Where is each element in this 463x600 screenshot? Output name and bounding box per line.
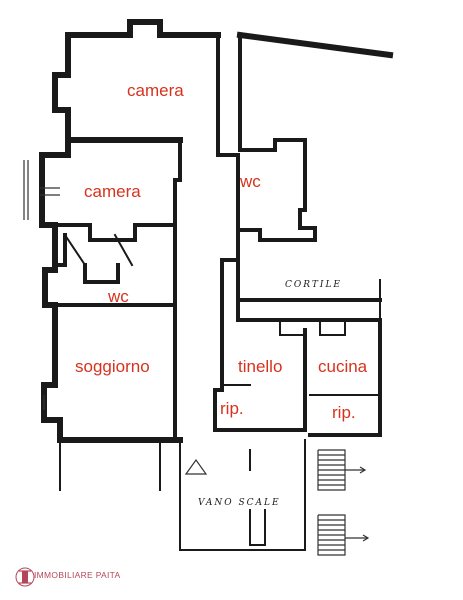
room-label-soggiorno: soggiorno bbox=[75, 357, 150, 376]
room-label-camera-top: camera bbox=[127, 81, 184, 100]
annotation-cortile: CORTILE bbox=[285, 280, 342, 290]
room-label-rip-right: rip. bbox=[332, 403, 356, 422]
room-label-tinello: tinello bbox=[238, 357, 282, 376]
triangle-symbol bbox=[184, 458, 208, 475]
exterior-walls bbox=[39, 19, 394, 551]
room-label-wc-left: wc bbox=[107, 287, 129, 306]
room-label-rip-left: rip. bbox=[220, 399, 244, 418]
brand-logo-icon bbox=[15, 567, 35, 587]
annotation-vano-scale: VANO SCALE bbox=[198, 498, 281, 508]
windows bbox=[23, 160, 60, 410]
room-label-cucina: cucina bbox=[318, 357, 368, 376]
staircase bbox=[317, 449, 370, 556]
room-label-camera-mid: camera bbox=[84, 182, 141, 201]
room-label-wc-right: wc bbox=[239, 172, 261, 191]
brand-name: IMMOBILIARE PAITA bbox=[34, 570, 121, 580]
